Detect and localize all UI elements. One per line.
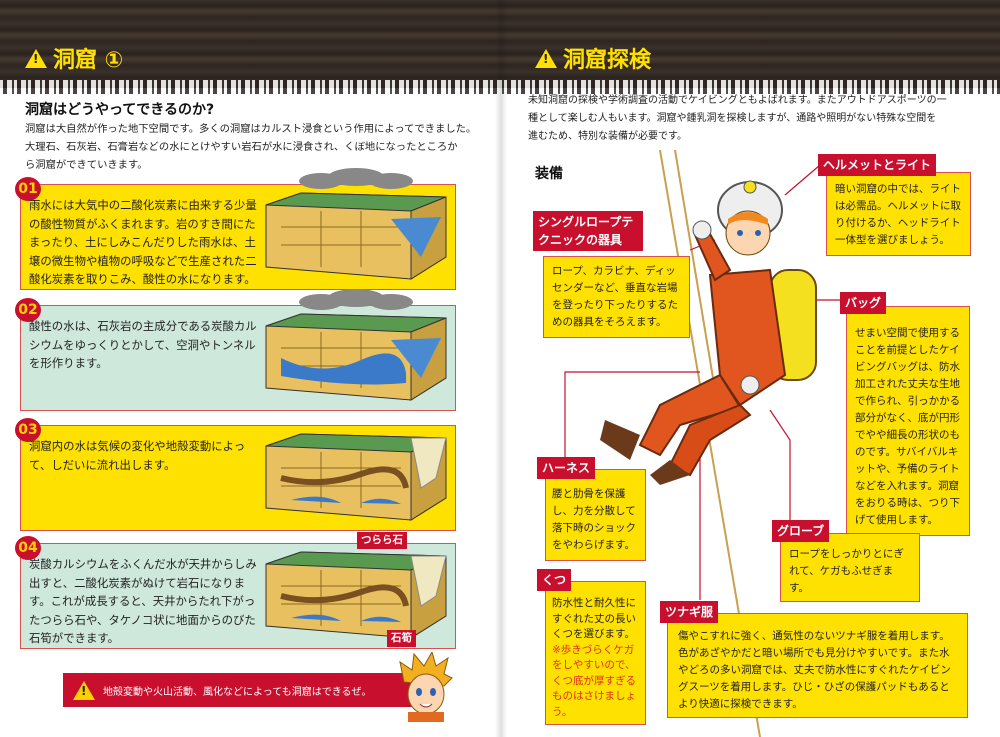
- step-number: 01: [15, 177, 41, 201]
- book-spine: [495, 0, 507, 737]
- step-panel-03: 03 洞窟内の水は気候の変化や地殻変動によって、しだいに流れ出します。: [15, 418, 456, 531]
- wood-header: [0, 0, 1000, 94]
- step-panel-01: 01 雨水には大気中の二酸化炭素に由来する少量の酸性物質がふくまれます。岩のすき…: [15, 168, 456, 290]
- title-text: 洞窟探検: [563, 48, 652, 73]
- callout-label-helmet: ヘルメットとライト: [818, 154, 937, 176]
- callout-bag: せまい空間で使用することを前提としたケイビングバッグは、防水加工された丈夫な生地…: [846, 306, 970, 536]
- callout-label-gloves: グローブ: [772, 520, 830, 542]
- section-heading: 洞窟はどうやってできるのか?: [25, 102, 215, 118]
- title-text: 洞窟 ①: [53, 48, 124, 73]
- step-number: 03: [15, 418, 41, 442]
- cave-illustration: [265, 289, 447, 401]
- step-text: 洞窟内の水は気候の変化や地殻変動によって、しだいに流れ出します。: [29, 439, 246, 472]
- intro-line: 種として楽しむ人もいます。洞窟や鍾乳洞を探検しますが、通路や照明がない特殊な空間…: [528, 113, 937, 124]
- cave-illustration: [265, 433, 447, 521]
- intro-line: 進むため、特別な装備が必要です。: [528, 131, 687, 142]
- callout-label-suit: ツナギ服: [660, 601, 719, 623]
- boots-text: 防水性と耐久性にすぐれた丈の長いくつを選びます。: [552, 597, 636, 640]
- callout-label-rope: シングルロープテクニックの器具: [533, 211, 643, 251]
- callout-label-bag: バッグ: [840, 292, 887, 314]
- cave-illustration: [265, 551, 447, 639]
- callout-label-boots: くつ: [537, 569, 572, 591]
- callout-harness: 腰と肋骨を保護し、力を分散して落下時のショックをやわらげます。: [545, 469, 646, 561]
- tip-text: 地殻変動や火山活動、風化などによっても洞窟はできるぜ。: [103, 686, 372, 698]
- right-intro: 未知洞窟の探検や学術調査の活動でケイビングともよばれます。またアウトドアスポーツ…: [528, 92, 947, 146]
- step-panel-02: 02 酸性の水は、石灰岩の主成分である炭酸カルシウムをゆっくりとかして、空洞やト…: [15, 289, 456, 411]
- caver-illustration: [600, 180, 817, 485]
- intro-line: 未知洞窟の探検や学術調査の活動でケイビングともよばれます。またアウトドアスポーツ…: [528, 95, 947, 106]
- glove-icon: [692, 220, 712, 240]
- callout-helmet: 暗い洞窟の中では、ライトは必需品。ヘルメットに取り付けるか、ヘッドライト一体型を…: [826, 172, 971, 256]
- callout-suit: 傷やこすれに強く、通気性のないツナギ服を着用します。色があざやかだと暗い場所でも…: [667, 613, 968, 718]
- stalactite-tag: つらら石: [357, 532, 407, 549]
- cave-illustration: [265, 168, 447, 280]
- warning-icon: [535, 48, 557, 68]
- step-panel-04: 04 炭酸カルシウムをふくんだ水が天井からしみ出すと、二酸化炭素がぬけて岩石にな…: [15, 532, 456, 649]
- stalagmite-tag: 石筍: [387, 630, 416, 647]
- step-text: 炭酸カルシウムをふくんだ水が天井からしみ出すと、二酸化炭素がぬけて岩石になります…: [29, 557, 257, 645]
- left-intro: 洞窟は大自然が作った地下空間です。多くの洞窟はカルスト浸食という作用によってでき…: [25, 120, 476, 174]
- callout-rope: ロープ、カラビナ、ディッセンダーなど、垂直な岩場を登ったり下ったりするための器具…: [543, 256, 690, 338]
- step-text: 雨水には大気中の二酸化炭素に由来する少量の酸性物質がふくまれます。岩のすき間にた…: [29, 198, 257, 286]
- warning-icon: [25, 48, 47, 68]
- equipment-heading: 装備: [535, 166, 563, 182]
- left-page-title: 洞窟 ①: [25, 42, 123, 74]
- step-text: 酸性の水は、石灰岩の主成分である炭酸カルシウムをゆっくりとかして、空洞やトンネル…: [29, 319, 257, 370]
- tip-banner: 地殻変動や火山活動、風化などによっても洞窟はできるぜ。: [63, 673, 423, 707]
- callout-label-harness: ハーネス: [537, 457, 596, 479]
- warning-icon: [73, 680, 95, 700]
- step-number: 04: [15, 536, 41, 560]
- step-number: 02: [15, 298, 41, 322]
- callout-boots: 防水性と耐久性にすぐれた丈の長いくつを選びます。 ※歩きづらくケガをしやすいので…: [545, 581, 646, 725]
- boy-character-face: [399, 652, 453, 722]
- callout-gloves: ロープをしっかりとにぎれて、ケガもふせぎます。: [780, 533, 920, 602]
- intro-line: 洞窟は大自然が作った地下空間です。多くの洞窟はカルスト浸食という作用によってでき…: [25, 123, 477, 135]
- right-page-title: 洞窟探検: [535, 42, 651, 74]
- boots-note: ※歩きづらくケガをしやすいので、くつ底が厚すぎるものはさけましょう。: [552, 643, 636, 718]
- intro-line: ら洞窟ができていきます。: [25, 159, 148, 171]
- intro-line: 大理石、石灰岩、石膏岩などの水にとけやすい岩石が水に浸食され、くぼ地になったとこ…: [25, 141, 458, 153]
